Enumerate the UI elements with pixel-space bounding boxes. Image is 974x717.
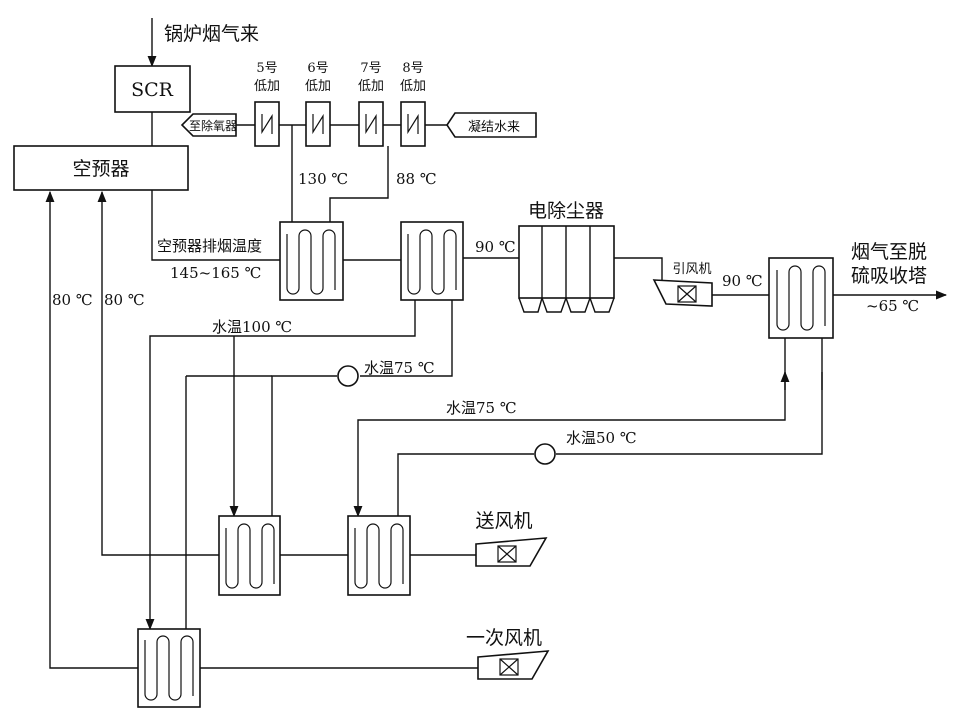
temp-90-esp-label: 90 ℃ xyxy=(475,238,516,256)
air-return-lines xyxy=(45,190,478,669)
lp-heater-8: 8号 低加 xyxy=(400,61,426,147)
water-75-a-label: 水温75 ℃ xyxy=(364,359,435,377)
condensate-in-label: 凝结水来 xyxy=(468,119,520,135)
svg-text:低加: 低加 xyxy=(254,79,280,94)
to-deaerator-label: 至除氧器 xyxy=(189,118,237,133)
water-50-label: 水温50 ℃ xyxy=(566,429,637,447)
lp-heater-5: 5号 低加 xyxy=(254,61,280,147)
temp-80-a-label: 80 ℃ xyxy=(52,291,93,309)
svg-text:低加: 低加 xyxy=(358,79,384,94)
gas-cooler-3 xyxy=(768,257,834,339)
gas-cooler-2 xyxy=(400,221,464,301)
to-fgd-line1: 烟气至脱 xyxy=(851,241,927,263)
lp-to-hx1-lines: 130 ℃ 88 ℃ xyxy=(291,125,437,222)
air-preheater-label: 空预器 xyxy=(72,158,129,180)
water-75-b-label: 水温75 ℃ xyxy=(446,399,517,417)
primary-air-fan: 一次风机 xyxy=(466,627,550,680)
lp-heater-6: 6号 低加 xyxy=(305,61,331,147)
water-loop-lines xyxy=(145,300,823,631)
svg-text:5号: 5号 xyxy=(256,61,277,76)
air-heater-b xyxy=(347,515,411,596)
svg-text:8号: 8号 xyxy=(402,61,423,76)
air-heater-c xyxy=(137,628,201,708)
temp-80-b-label: 80 ℃ xyxy=(104,291,145,309)
lp-heater-7: 7号 低加 xyxy=(358,61,384,147)
esp-label: 电除尘器 xyxy=(528,200,604,222)
svg-text:低加: 低加 xyxy=(305,79,331,94)
svg-text:低加: 低加 xyxy=(400,79,426,94)
scr-label: SCR xyxy=(131,79,174,101)
water-100-label: 水温100 ℃ xyxy=(212,318,292,336)
exhaust-temp-label: 空预器排烟温度 xyxy=(157,237,262,255)
electrostatic-precipitator: 电除尘器 xyxy=(518,200,615,313)
temp-88-label: 88 ℃ xyxy=(396,170,437,188)
to-fgd-line2: 硫吸收塔 xyxy=(851,265,927,287)
temp-90-fan-label: 90 ℃ xyxy=(722,272,763,290)
air-preheater: 空预器 xyxy=(13,145,189,191)
forced-draft-fan: 送风机 xyxy=(475,510,548,567)
induced-fan-label: 引风机 xyxy=(672,262,711,277)
exhaust-temp-range: 145~165 ℃ xyxy=(170,264,261,282)
scr-unit: SCR xyxy=(114,65,191,113)
induced-fan: 引风机 xyxy=(652,262,713,307)
pa-fan-label: 一次风机 xyxy=(466,627,542,649)
svg-text:7号: 7号 xyxy=(360,61,381,76)
temp-130-label: 130 ℃ xyxy=(298,170,348,188)
svg-text:6号: 6号 xyxy=(307,61,328,76)
air-heater-a xyxy=(218,515,281,596)
gas-cooler-1 xyxy=(279,221,344,301)
fd-fan-label: 送风机 xyxy=(475,510,532,532)
flue-gas-in-label: 锅炉烟气来 xyxy=(164,23,259,45)
temp-out-label: ~65 ℃ xyxy=(866,297,919,315)
flue-gas-lines xyxy=(147,18,948,300)
